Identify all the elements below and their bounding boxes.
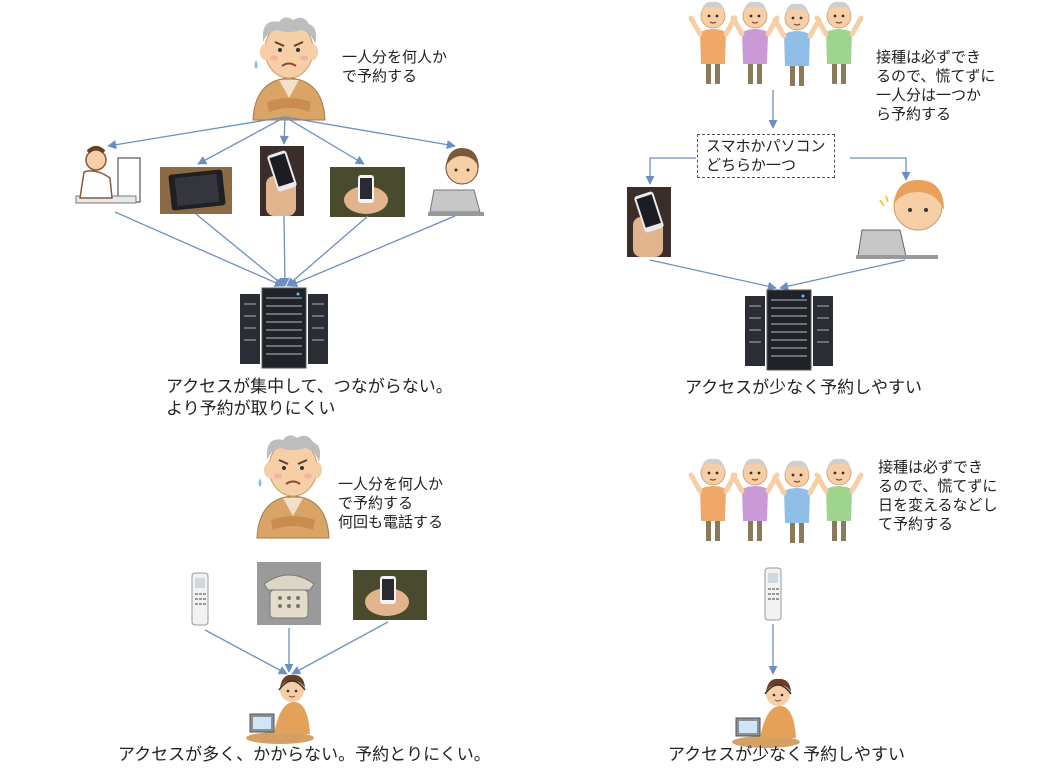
server-rack-icon [239,287,329,369]
top-left-caption: アクセスが集中して、つながらない。 より予約が取りにくい [166,377,453,419]
desktop-pc-user-icon [75,146,141,204]
server-rack-icon [744,289,834,371]
elderly-group-icon [691,459,861,543]
choice-arrows [645,90,911,291]
bottom-left-panel [191,434,427,745]
bottom-right-panel [691,459,861,749]
worried-elderly-man-icon [252,16,326,121]
call-center-operator-icon [731,678,801,749]
worried-elderly-man-icon [256,434,330,539]
cordless-phone-icon [191,572,209,626]
bottom-right-caption: アクセスが少なく予約しやすい [668,745,905,765]
top-left-person-note: 一人分を何人か で予約する [342,48,448,85]
call-arrows [204,621,389,675]
smartphone-icon [260,146,304,216]
elderly-group-icon [691,2,861,86]
bottom-left-person-note: 一人分を何人か で予約する 何回も電話する [338,475,444,531]
tablet-icon [160,167,232,214]
call-center-operator-icon [245,674,315,745]
bottom-right-elderly-note: 接種は必ずでき るので、慌てずに 日を変えるなどし て予約する [878,458,998,533]
request-arrows [107,116,456,288]
top-left-panel [75,16,484,369]
smartphone-icon [330,167,405,217]
smartphone-icon [627,187,671,257]
laptop-user-icon [856,180,944,259]
bottom-left-caption: アクセスが多く、かからない。予約とりにくい。 [118,745,491,765]
laptop-user-icon [428,148,484,216]
top-right-elderly-note: 接種は必ずでき るので、慌てずに 一人分は一つか ら予約する [876,48,996,123]
landline-phone-icon [257,562,321,625]
smartphone-icon [353,570,427,620]
top-right-panel [627,2,944,371]
choice-box: スマホかパソコン どちらか一つ [697,134,835,178]
cordless-phone-icon [764,567,782,621]
top-right-caption: アクセスが少なく予約しやすい [685,378,922,398]
